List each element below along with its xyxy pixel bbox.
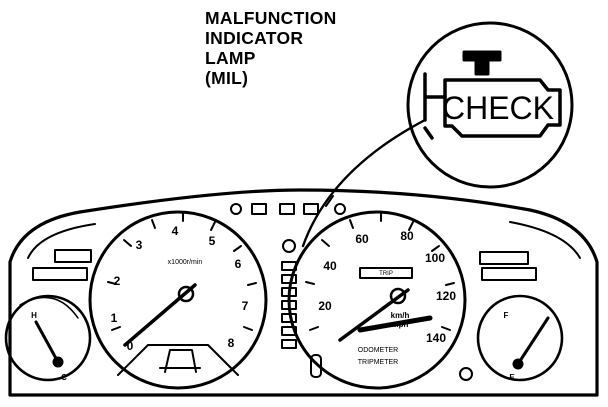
temp-label-c: C	[61, 373, 67, 382]
temperature-gauge	[4, 294, 92, 382]
speed-mark-60: 60	[355, 232, 369, 246]
speed-mark-140: 140	[426, 331, 446, 345]
callout-line-1: MALFUNCTION	[205, 8, 337, 28]
tach-mark-5: 5	[209, 234, 216, 248]
tach-unit-label: x1000r/min	[168, 259, 203, 266]
callout-line-3: LAMP	[205, 48, 256, 68]
odometer-label: TRIP	[379, 271, 393, 277]
tach-mark-6: 6	[235, 257, 242, 271]
speed-mark-100: 100	[425, 251, 445, 265]
speed-mark-20: 20	[318, 299, 332, 313]
callout-line-4: (MIL)	[205, 68, 249, 88]
tach-mark-4: 4	[172, 224, 179, 238]
tach-mark-2: 2	[114, 274, 121, 288]
cluster-visor	[27, 221, 581, 259]
speed-mark-80: 80	[400, 229, 414, 243]
tach-mark-0: 0	[127, 339, 134, 353]
tach-mark-3: 3	[136, 238, 143, 252]
speed-unit-top: km/h	[391, 311, 410, 320]
callout-line-2: INDICATOR	[205, 28, 304, 48]
indicator-column	[281, 239, 473, 381]
speed-unit-mid: mph	[392, 320, 409, 329]
tachometer-dial	[88, 210, 268, 390]
cluster-housing	[8, 188, 599, 397]
fuel-gauge	[476, 294, 564, 382]
fuel-label-e: E	[509, 373, 515, 382]
side-lamp-slots	[32, 249, 537, 281]
top-indicator-row	[230, 203, 346, 215]
tach-mark-8: 8	[228, 336, 235, 350]
engine-icon	[423, 50, 562, 140]
callout-leader	[301, 118, 427, 248]
mil-callout: MALFUNCTION INDICATOR LAMP (MIL)	[205, 8, 337, 88]
tach-mark-1: 1	[111, 311, 118, 325]
fuel-label-f: F	[504, 311, 509, 320]
speed-note-2: TRIPMETER	[358, 359, 398, 366]
speed-note-1: ODOMETER	[358, 347, 398, 354]
speed-mark-40: 40	[323, 259, 337, 273]
temp-label-h: H	[31, 311, 37, 320]
speed-mark-120: 120	[436, 289, 456, 303]
magnifier-circle	[406, 21, 574, 189]
check-lamp-label: CHECK	[442, 90, 554, 126]
tach-mark-7: 7	[242, 299, 249, 313]
